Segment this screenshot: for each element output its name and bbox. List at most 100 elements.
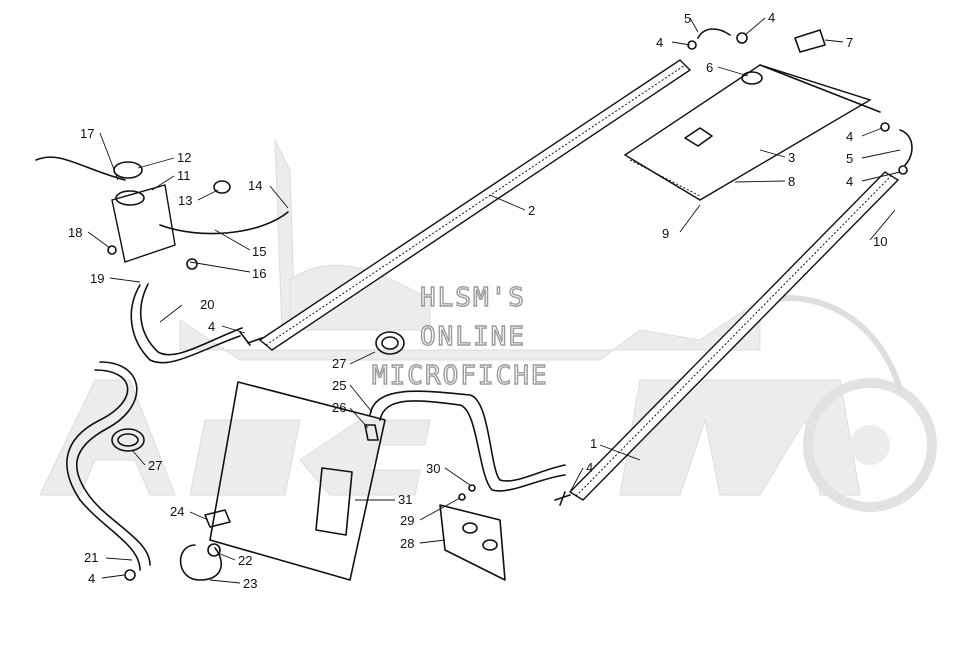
hose-21 bbox=[66, 369, 141, 571]
rear-heat-exchanger-plate bbox=[623, 64, 881, 201]
callout-19: 19 bbox=[90, 271, 104, 286]
ghost-letter-m bbox=[619, 379, 861, 496]
watermark-line-3: MICROFICHE bbox=[372, 361, 549, 391]
rear-plate-fins bbox=[629, 159, 701, 197]
hose-20 bbox=[130, 284, 241, 364]
callout-6: 6 bbox=[706, 60, 713, 75]
watermark-line-2: ONLINE bbox=[420, 322, 526, 352]
ghost-fender bbox=[769, 295, 903, 391]
callout-2: 2 bbox=[528, 203, 535, 218]
fitting-26 bbox=[364, 424, 379, 441]
heat-exchanger-right bbox=[554, 171, 900, 506]
hose-top-5 bbox=[697, 28, 731, 39]
vent-hose bbox=[159, 211, 289, 235]
clamp-right-upper bbox=[880, 122, 890, 132]
clamp-22 bbox=[207, 543, 221, 557]
callout-23: 23 bbox=[243, 576, 257, 591]
spring-clamp-left bbox=[111, 428, 145, 452]
callout-4-left: 4 bbox=[208, 319, 215, 334]
callout-11: 11 bbox=[177, 168, 191, 183]
callout-4-top-right: 4 bbox=[768, 10, 775, 25]
callout-9: 9 bbox=[662, 226, 669, 241]
callout-labels: 17 12 11 13 14 15 16 18 19 20 4 2 5 4 4 … bbox=[68, 10, 887, 591]
ghost-letter-c bbox=[299, 419, 431, 496]
hose-right-5 bbox=[899, 129, 913, 166]
hose-25-edge bbox=[379, 400, 566, 492]
hose-21-edge bbox=[75, 361, 151, 566]
ghost-letter-r bbox=[189, 419, 301, 496]
watermark-line-1: HLSM'S bbox=[420, 283, 526, 313]
thermostat-plate-31 bbox=[315, 467, 353, 536]
callout-27-left: 27 bbox=[148, 458, 162, 473]
clamp-hose-21 bbox=[124, 569, 136, 581]
callout-14: 14 bbox=[248, 178, 262, 193]
u-hose-23 bbox=[179, 544, 223, 581]
callout-4-top-left: 4 bbox=[656, 35, 663, 50]
callout-7: 7 bbox=[846, 35, 853, 50]
ghost-horizon bbox=[179, 299, 761, 361]
reservoir-gasket bbox=[213, 180, 231, 194]
right-exchanger-fitting bbox=[554, 491, 571, 506]
bracket-hole-1 bbox=[462, 522, 478, 534]
hose-25 bbox=[369, 390, 566, 482]
leader-lines bbox=[87, 17, 901, 584]
callout-4-bottom: 4 bbox=[88, 571, 95, 586]
callout-5-right: 5 bbox=[846, 151, 853, 166]
callout-13: 13 bbox=[178, 193, 192, 208]
overflow-hose bbox=[35, 156, 126, 181]
rear-plate-edge bbox=[759, 64, 881, 113]
heat-exchanger-left bbox=[239, 59, 692, 351]
callout-18: 18 bbox=[68, 225, 82, 240]
rear-plate-clip bbox=[741, 71, 763, 85]
callout-26: 26 bbox=[332, 400, 346, 415]
reservoir-neck bbox=[115, 190, 145, 206]
callout-27-top: 27 bbox=[332, 356, 346, 371]
callout-25: 25 bbox=[332, 378, 346, 393]
callout-20: 20 bbox=[200, 297, 214, 312]
spring-clamp-top bbox=[375, 331, 405, 355]
callout-16: 16 bbox=[252, 266, 266, 281]
callout-30: 30 bbox=[426, 461, 440, 476]
callout-24: 24 bbox=[170, 504, 184, 519]
clamp-top bbox=[736, 32, 748, 44]
coolant-reservoir bbox=[35, 156, 289, 270]
radiator-frame bbox=[209, 381, 386, 581]
rear-plate-body bbox=[623, 64, 872, 201]
reservoir-screw bbox=[107, 245, 117, 255]
washer-30 bbox=[468, 484, 476, 492]
callout-22: 22 bbox=[238, 553, 252, 568]
bleed-screw-7 bbox=[794, 29, 826, 53]
watermark: HLSM'S ONLINE MICROFICHE bbox=[371, 282, 549, 391]
callout-8: 8 bbox=[788, 174, 795, 189]
fitting-24 bbox=[204, 509, 231, 528]
bracket-hole-2 bbox=[482, 539, 498, 551]
callout-21: 21 bbox=[84, 550, 98, 565]
callout-17: 17 bbox=[80, 126, 94, 141]
reservoir-cap bbox=[113, 161, 143, 179]
callout-29: 29 bbox=[400, 513, 414, 528]
clamp-right-lower bbox=[898, 165, 908, 175]
callout-4-center: 4 bbox=[586, 460, 593, 475]
reservoir-grommet bbox=[186, 258, 198, 270]
callout-4-right-upper: 4 bbox=[846, 129, 853, 144]
ghost-wheel-hub bbox=[850, 425, 890, 465]
ghost-wheel bbox=[803, 378, 937, 512]
callout-4-right-lower: 4 bbox=[846, 174, 853, 189]
ghost-letter-a bbox=[39, 379, 176, 496]
callout-3: 3 bbox=[788, 150, 795, 165]
callout-28: 28 bbox=[400, 536, 414, 551]
callout-5-top: 5 bbox=[684, 11, 691, 26]
bracket-28 bbox=[439, 504, 506, 581]
rear-plate-bracket bbox=[684, 127, 713, 147]
right-exchanger-fins bbox=[575, 175, 892, 497]
hose-20-edge bbox=[140, 283, 243, 356]
callout-12: 12 bbox=[177, 150, 191, 165]
callout-10: 10 bbox=[873, 234, 887, 249]
callout-31: 31 bbox=[398, 492, 412, 507]
callout-1: 1 bbox=[590, 436, 597, 451]
callout-15: 15 bbox=[252, 244, 266, 259]
heat-exchanger-left-fitting bbox=[239, 331, 263, 346]
bolt-29 bbox=[458, 493, 466, 501]
